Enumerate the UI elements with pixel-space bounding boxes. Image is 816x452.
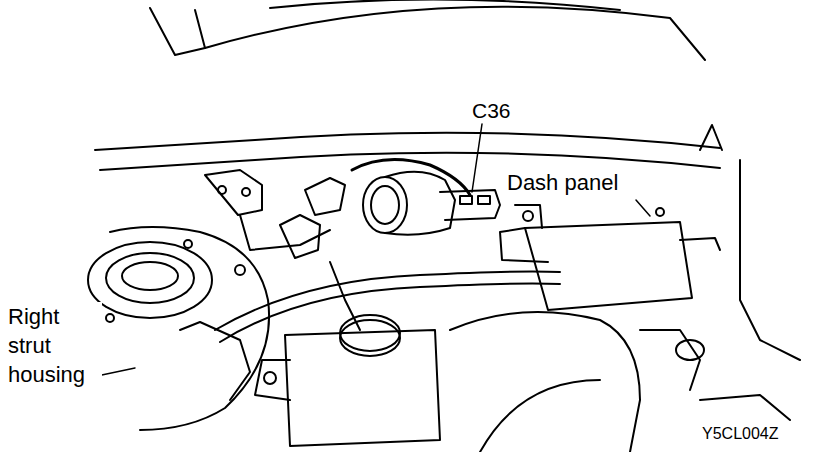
part-label: Dash panel [505, 170, 620, 196]
callout-number: C36 [470, 98, 513, 123]
part-label: Right strut housing [6, 302, 102, 389]
figure-code: Y5CL004Z [700, 424, 781, 443]
